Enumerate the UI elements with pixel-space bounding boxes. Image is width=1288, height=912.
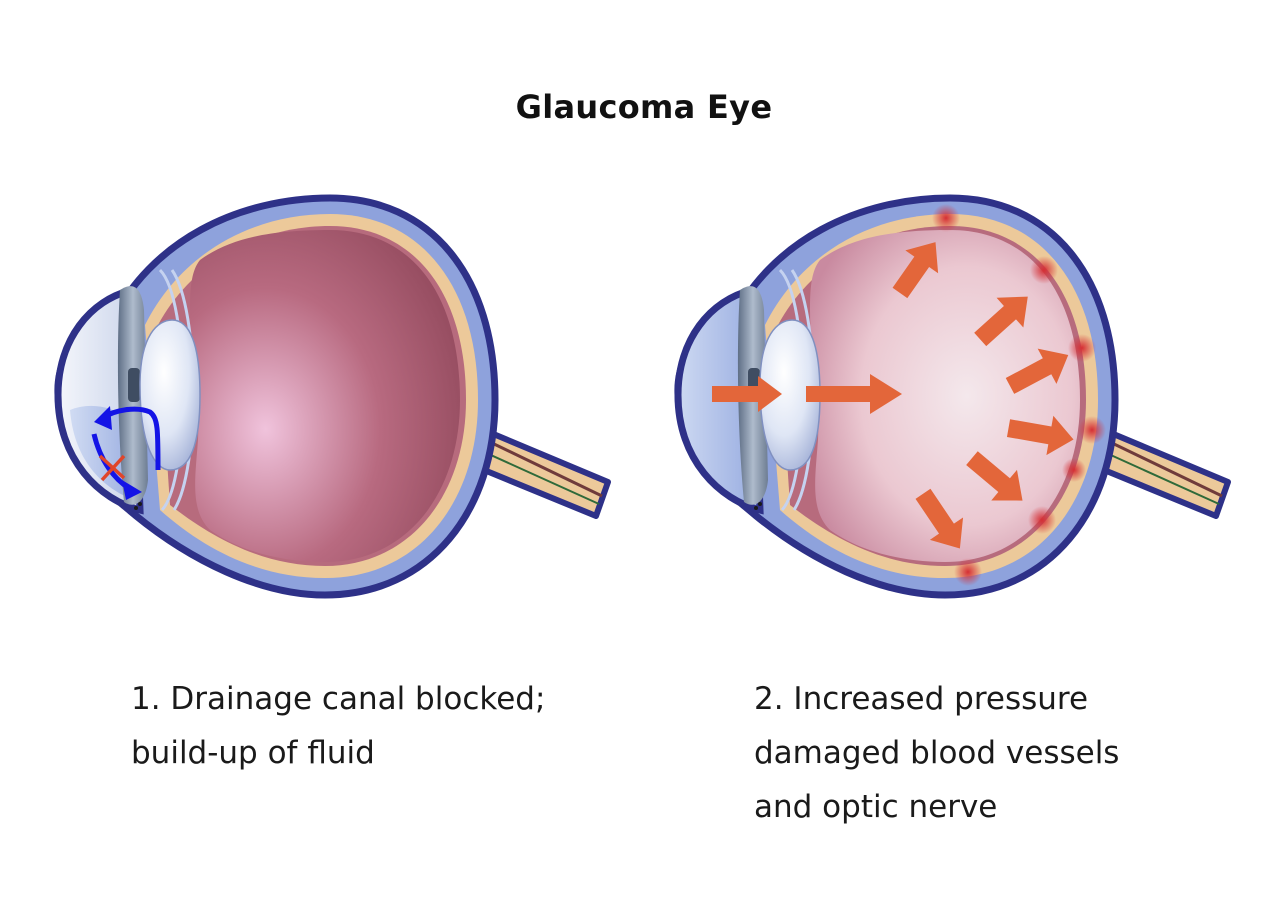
eye-blocked-drainage-illustration — [54, 194, 611, 599]
caption-line: and optic nerve — [754, 789, 998, 825]
vitreous-body — [190, 230, 460, 562]
eye-increased-pressure-illustration — [674, 194, 1231, 599]
diagram-title: Glaucoma Eye — [515, 88, 773, 126]
caption-increased-pressure: 2. Increased pressure damaged blood vess… — [754, 672, 1194, 834]
blocked-x-icon — [98, 454, 126, 482]
caption-line: damaged blood vessels — [754, 735, 1120, 771]
pressure-arrow-icon — [712, 242, 1074, 549]
caption-line: 2. Increased pressure — [754, 681, 1089, 717]
caption-line: build-up of fluid — [131, 735, 375, 771]
caption-line: 1. Drainage canal blocked; — [131, 681, 546, 717]
lens — [139, 319, 201, 471]
fluid-flow-arrow-icon — [91, 406, 161, 500]
damage-spot-icon — [932, 204, 1106, 586]
caption-drainage-blocked: 1. Drainage canal blocked; build-up of f… — [131, 672, 591, 780]
